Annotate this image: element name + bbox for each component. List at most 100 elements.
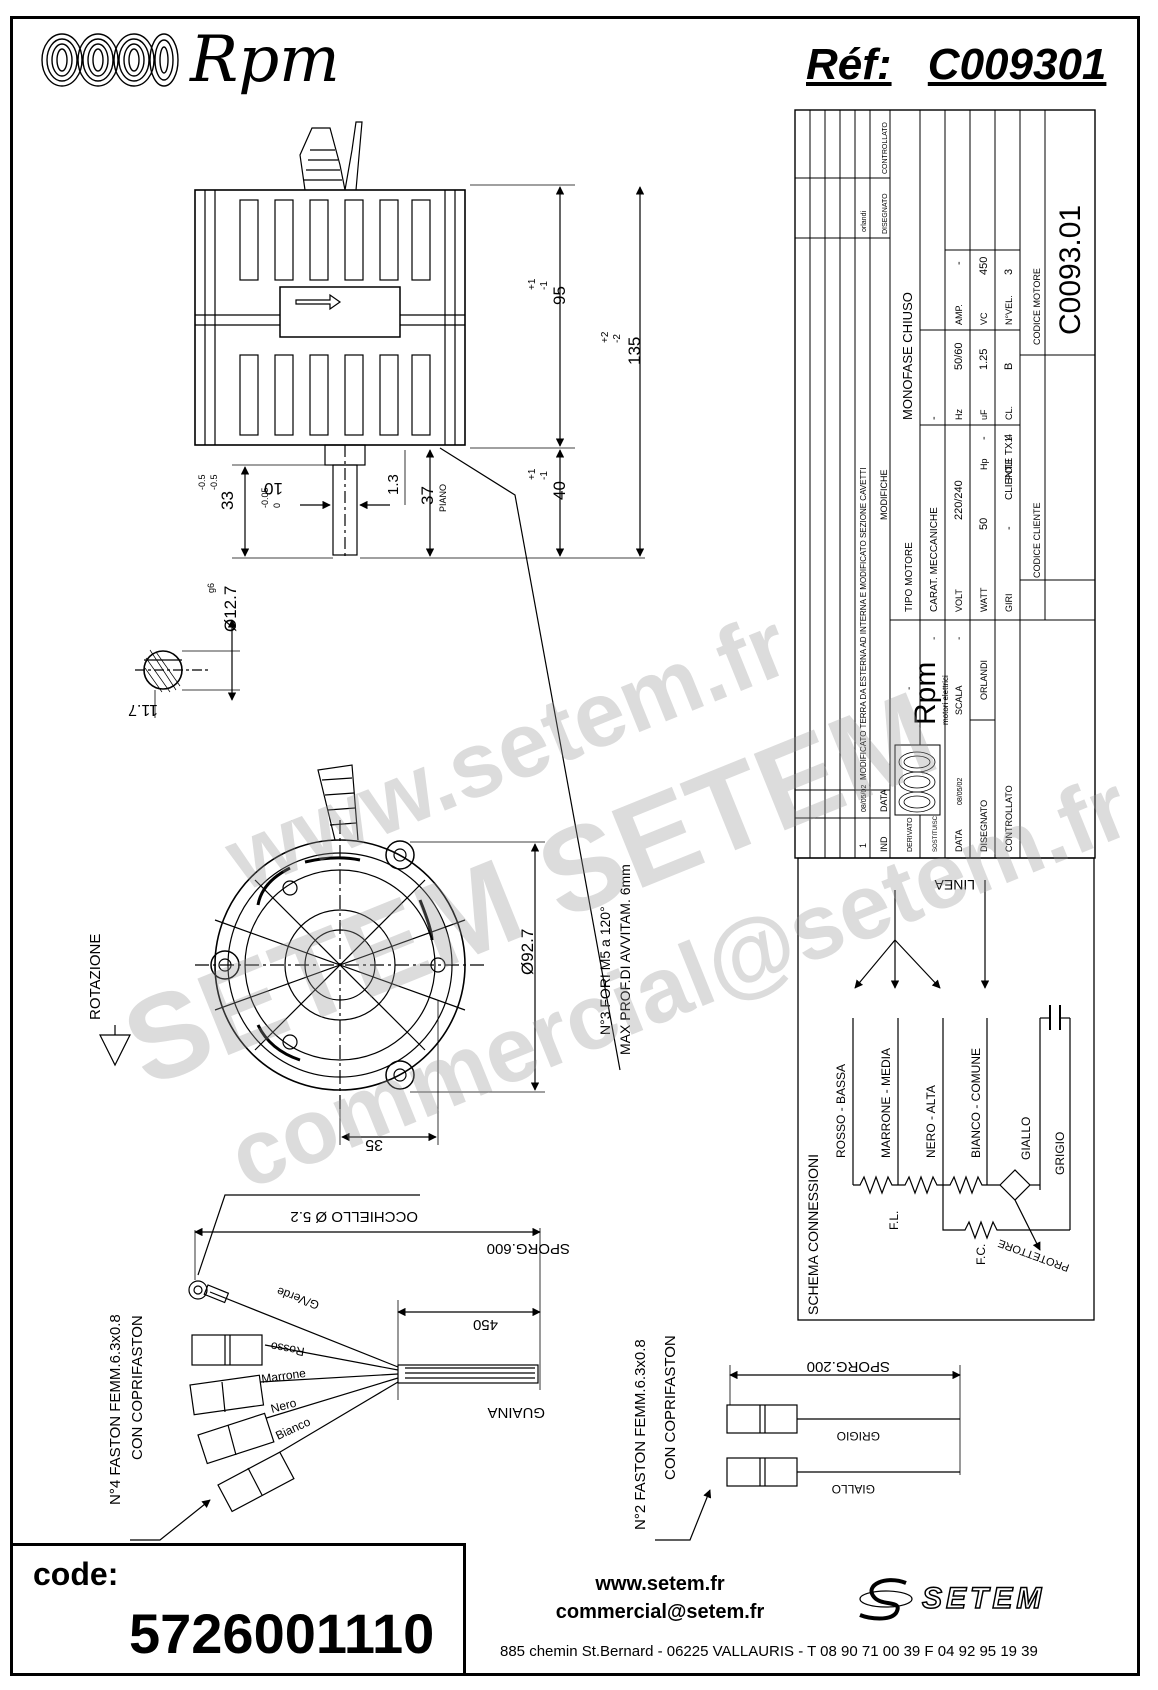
label-marrone-media: MARRONE - MEDIA	[879, 1048, 893, 1158]
faston-2-note-1: N°2 FASTON FEMM.6.3x0.8	[632, 1339, 649, 1530]
tb-logo-text: Rpm	[909, 662, 942, 725]
dim-1-3: 1.3	[385, 474, 402, 495]
tb-hz-val: 50/60	[953, 342, 965, 370]
tb-volt-val: 220/240	[953, 480, 965, 520]
tb-vc: VC	[979, 312, 989, 325]
line-label: LINEA	[934, 877, 975, 893]
website-link[interactable]: www.setem.fr	[595, 1573, 725, 1595]
tb-hp-val: -	[978, 436, 990, 440]
dim-95-tol-bot: -1	[539, 281, 550, 290]
tb-cl-val: B	[1003, 363, 1015, 370]
tb-controllato-lbl: CONTROLLATO	[1004, 785, 1014, 852]
holes-note-2: MAX PROF.DI AVVITAM. 6mm	[617, 864, 633, 1055]
dim-135-tol-bot: -2	[612, 334, 623, 343]
dim-40: 40	[550, 481, 569, 500]
reference: Réf: C009301	[806, 40, 1106, 90]
wire-nero: Nero	[269, 1396, 298, 1416]
tb-watt-val: 50	[978, 518, 990, 530]
tb-rev-num: 1	[858, 843, 868, 848]
rpm-logo: Rpm	[40, 28, 340, 92]
label-giallo: GIALLO	[1019, 1117, 1033, 1160]
cable-harness-2-faston	[655, 1365, 961, 1541]
product-code-box: code: 5726001110	[10, 1543, 466, 1676]
tb-hz: Hz	[954, 409, 964, 420]
tb-uf-val: 1.25	[978, 349, 990, 370]
tb-watt: WATT	[979, 587, 989, 612]
dim-11-7: 11.7	[128, 701, 158, 718]
faston-4-note-1: N°4 FASTON FEMM.6.3x0.8	[107, 1314, 124, 1505]
tb-controllato: CONTROLLATO	[882, 122, 889, 174]
dim-33-tol-top: -0.5	[197, 474, 207, 490]
setem-logo: SETEM	[856, 1575, 1045, 1623]
tb-sostituisce-val: -	[929, 637, 940, 640]
tb-poli: POLI	[1004, 459, 1014, 480]
coil-logo-icon	[40, 30, 180, 90]
tb-rev-sign: orlandi	[861, 211, 868, 232]
faston-2-note-2: CON COPRIFASTON	[662, 1335, 679, 1480]
tb-carat-val: -	[928, 416, 940, 420]
tb-hp: Hp	[979, 458, 989, 470]
tb-codice-motore-val: C0093.01	[1054, 205, 1087, 335]
tb-disegnato-val: ORLANDI	[979, 660, 989, 700]
setem-swirl-icon	[859, 1578, 913, 1621]
tb-disegnato: DISEGNATO	[882, 193, 889, 234]
title-block-rpm-logo: Rpm motori elettrici	[894, 662, 950, 816]
tb-ind: IND	[879, 836, 889, 852]
tb-data: DATA	[879, 789, 889, 812]
label-bianco-comune: BIANCO - COMUNE	[969, 1048, 983, 1158]
dim-37: 37	[418, 486, 437, 505]
tb-amp-val: -	[953, 261, 965, 265]
label-grigio: GRIGIO	[1053, 1132, 1067, 1175]
tb-codice-motore: CODICE MOTORE	[1032, 268, 1042, 345]
tb-tipo-motore: TIPO MOTORE	[904, 542, 915, 612]
email-link[interactable]: commercial@setem.fr	[555, 1601, 765, 1623]
piano-label: PIANO	[438, 484, 448, 512]
tb-vc-val: 450	[978, 257, 990, 275]
wire-grigio: GRIGIO	[837, 1429, 880, 1443]
tb-volt: VOLT	[954, 589, 964, 612]
dim-33-tol-bot: -0.5	[209, 474, 219, 490]
tb-codice-cliente: CODICE CLIENTE	[1032, 502, 1042, 578]
label-fl: F.L.	[887, 1211, 901, 1230]
tb-scala: SCALA	[954, 685, 964, 715]
code-value: 5726001110	[129, 1602, 435, 1665]
code-label: code:	[33, 1556, 119, 1592]
tb-tipo-val: MONOFASE CHIUSO	[900, 292, 915, 420]
tb-data-lbl: DATA	[954, 829, 964, 852]
dim-10: 10	[264, 479, 283, 498]
label-fc: F.C.	[974, 1244, 988, 1265]
holes-note-1: N°3 FORI M5 a 120°	[597, 906, 613, 1035]
wire-gverde: G/Verde	[275, 1284, 321, 1312]
tb-nvel: N°VEL.	[1004, 295, 1014, 325]
cable-harness-4-faston	[130, 1194, 541, 1541]
shaft-section	[135, 619, 240, 718]
title-block	[794, 109, 1096, 859]
tb-derivato: DERIVATO DA:	[907, 804, 914, 852]
tb-data-val: 08/05/02	[957, 778, 964, 805]
tb-scala-val: -	[954, 637, 965, 640]
sheath-label: GUAINA	[487, 1404, 545, 1421]
dim-135-tol-top: +2	[600, 331, 611, 343]
dim-10-tol-bot: 0	[272, 503, 282, 508]
wire-giallo: GIALLO	[832, 1482, 875, 1496]
dim-35: 35	[365, 1136, 383, 1153]
ref-code: C009301	[927, 40, 1107, 89]
dim-40-tol-top: +1	[527, 468, 538, 480]
tb-modifiche: MODIFICHE	[879, 470, 889, 521]
address-line: 885 chemin St.Bernard - 06225 VALLAURIS …	[500, 1643, 1038, 1660]
tb-disegnato-lbl: DISEGNATO	[979, 800, 989, 852]
dim-95-tol-top: +1	[527, 278, 538, 290]
tb-nvel-val: 3	[1003, 269, 1015, 275]
label-nero-alta: NERO - ALTA	[924, 1085, 938, 1158]
dim-40-tol-bot: -1	[539, 471, 550, 480]
motor-side-view	[194, 121, 645, 1071]
wire-marrone: Marrone	[260, 1366, 307, 1386]
tb-uf: uF	[979, 409, 989, 420]
tb-logo-sub: motori elettrici	[941, 675, 950, 725]
dim-95: 95	[550, 286, 569, 305]
tb-cl: CL.	[1004, 406, 1014, 420]
brand-name: Rpm	[190, 23, 340, 97]
tb-giri: GIRI	[1004, 593, 1014, 612]
tb-carat: CARAT. MECCANICHE	[929, 507, 940, 612]
